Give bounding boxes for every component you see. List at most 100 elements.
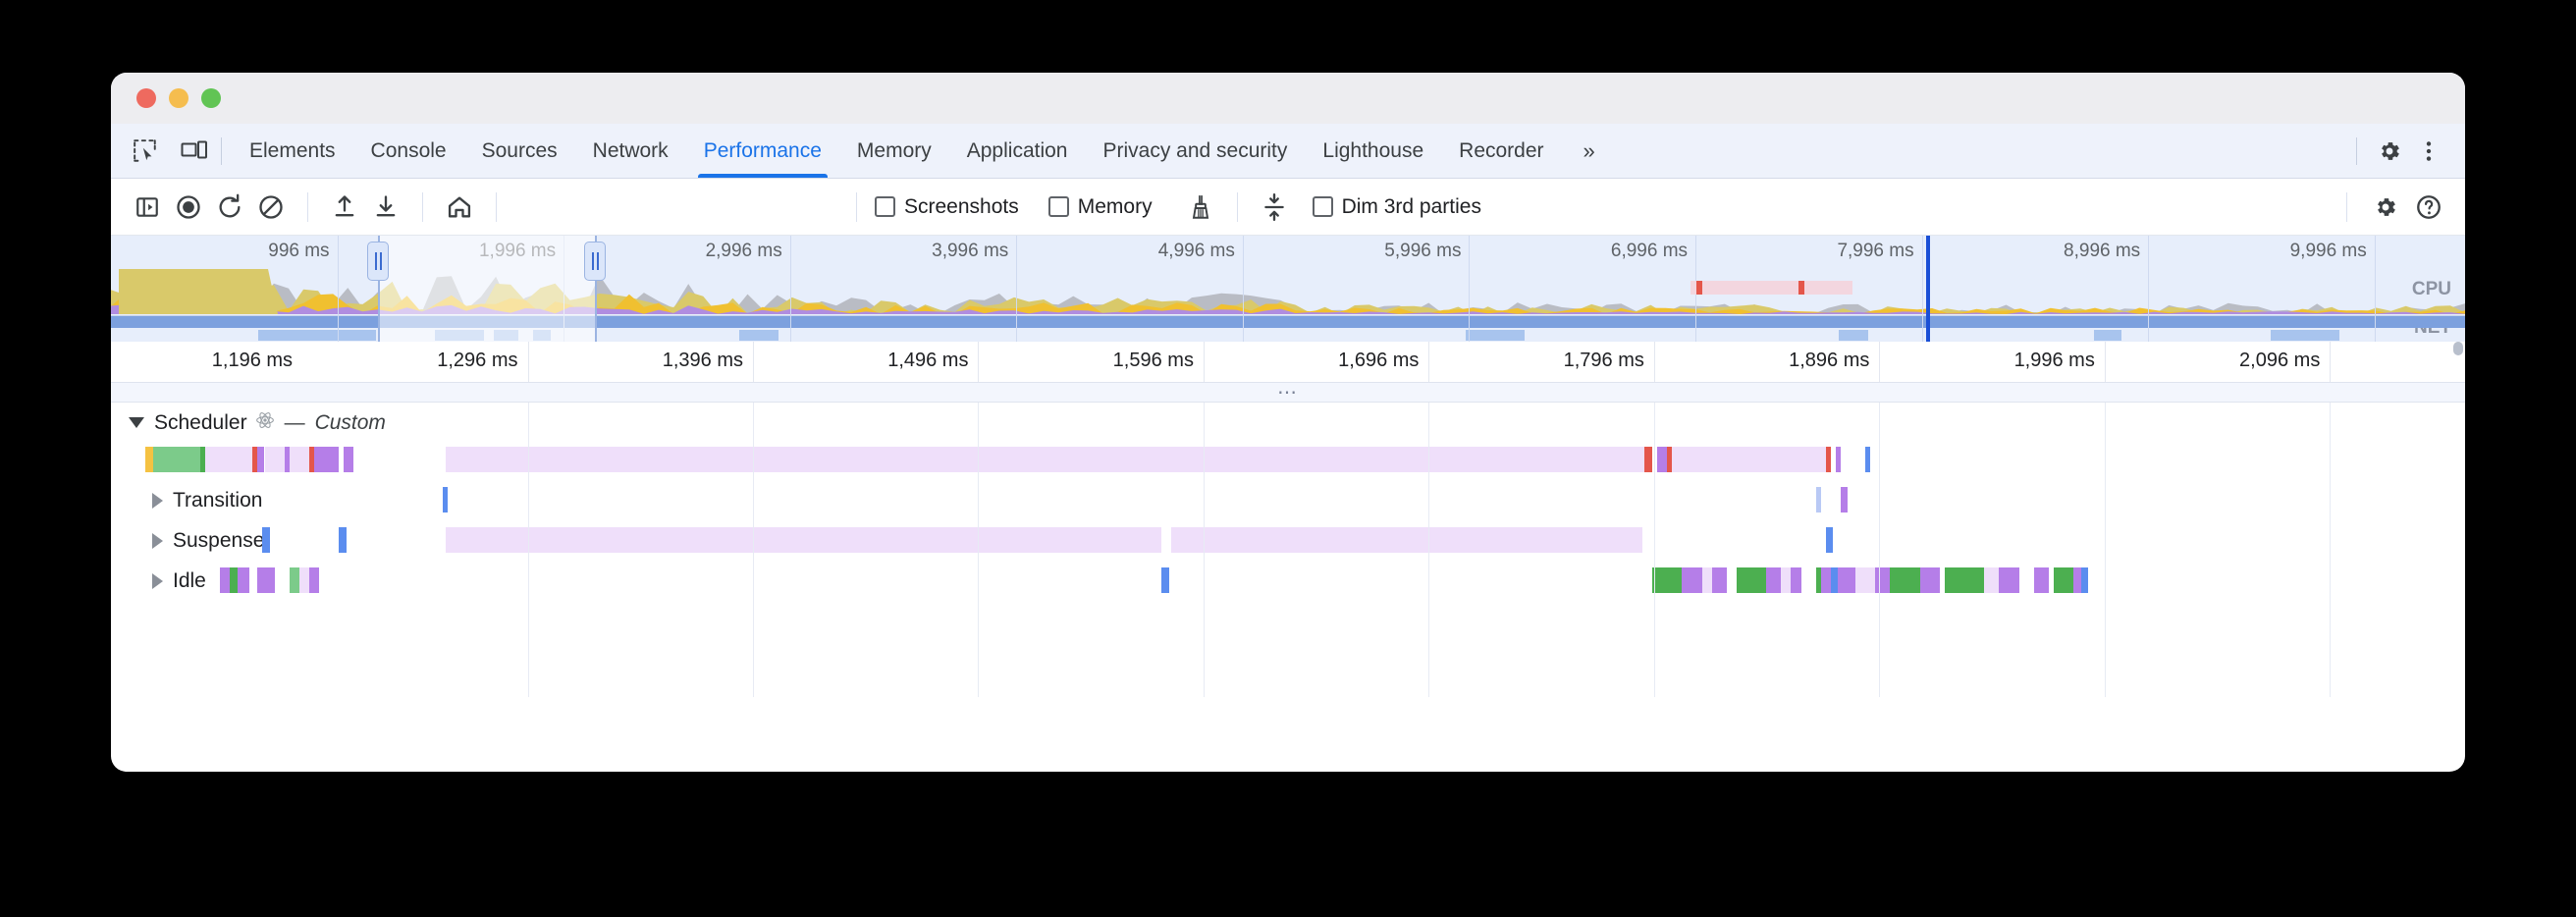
flamechart-event[interactable] bbox=[1865, 447, 1871, 472]
group-expand-chevron-icon[interactable] bbox=[129, 417, 144, 428]
flamechart-event[interactable] bbox=[298, 567, 309, 593]
tab-memory[interactable]: Memory bbox=[856, 138, 932, 162]
flamechart-event[interactable] bbox=[2080, 567, 2089, 593]
flamechart-event[interactable] bbox=[1999, 567, 2019, 593]
tab-elements[interactable]: Elements bbox=[249, 138, 336, 162]
minimize-window-button[interactable] bbox=[169, 88, 188, 108]
overview-selection-window[interactable] bbox=[378, 236, 596, 342]
tab-console[interactable]: Console bbox=[370, 138, 447, 162]
flamechart-event[interactable] bbox=[251, 447, 257, 472]
record-icon[interactable] bbox=[170, 189, 207, 226]
tab-network[interactable]: Network bbox=[592, 138, 669, 162]
collect-garbage-broom-icon[interactable] bbox=[1182, 189, 1219, 226]
flamechart-event[interactable] bbox=[1736, 567, 1767, 593]
upload-profile-icon[interactable] bbox=[326, 189, 363, 226]
flamechart-event[interactable] bbox=[1682, 567, 1702, 593]
flamechart-event[interactable] bbox=[1672, 447, 1826, 472]
flamechart-event[interactable] bbox=[443, 487, 449, 512]
flamechart-event[interactable] bbox=[1875, 567, 1891, 593]
flamechart-event[interactable] bbox=[308, 447, 314, 472]
memory-checkbox-box[interactable] bbox=[1047, 196, 1069, 217]
sidebar-toggle-icon[interactable] bbox=[129, 189, 166, 226]
flamechart-event[interactable] bbox=[308, 567, 320, 593]
flamechart-tracks[interactable]: Scheduler — Custom bbox=[111, 403, 2465, 756]
track-row-idle[interactable]: Idle bbox=[111, 561, 2465, 601]
tabs-overflow-chevron-icon[interactable]: » bbox=[1583, 137, 1595, 163]
track-row-blocking[interactable]: Blocking bbox=[111, 440, 2465, 480]
dim-3rd-parties-checkbox-box[interactable] bbox=[1312, 196, 1333, 217]
flamechart-event[interactable] bbox=[445, 527, 1162, 553]
flamechart-event[interactable] bbox=[152, 447, 200, 472]
flamechart-event[interactable] bbox=[313, 447, 340, 472]
track-bar-transition[interactable] bbox=[111, 487, 2465, 512]
track-expand-chevron-icon[interactable] bbox=[152, 492, 163, 509]
flamechart-event[interactable] bbox=[1766, 567, 1782, 593]
flamechart-event[interactable] bbox=[256, 447, 265, 472]
flamechart-event[interactable] bbox=[220, 567, 231, 593]
flamechart-event[interactable] bbox=[237, 567, 250, 593]
help-question-icon[interactable] bbox=[2410, 189, 2447, 226]
flamechart-event[interactable] bbox=[261, 527, 270, 553]
flamechart-event[interactable] bbox=[145, 447, 153, 472]
flamechart-event[interactable] bbox=[1657, 447, 1668, 472]
flamechart-event[interactable] bbox=[204, 447, 252, 472]
reload-and-record-icon[interactable] bbox=[211, 189, 248, 226]
screenshots-checkbox-box[interactable] bbox=[875, 196, 895, 217]
dim-3rd-parties-checkbox[interactable]: Dim 3rd parties bbox=[1312, 195, 1481, 219]
tab-lighthouse[interactable]: Lighthouse bbox=[1322, 138, 1424, 162]
track-bar-blocking[interactable] bbox=[111, 447, 2465, 472]
tab-application[interactable]: Application bbox=[966, 138, 1068, 162]
screenshots-checkbox[interactable]: Screenshots bbox=[875, 195, 1019, 219]
track-row-suspense[interactable]: Suspense bbox=[111, 520, 2465, 561]
flamechart-event[interactable] bbox=[2033, 567, 2049, 593]
tab-recorder[interactable]: Recorder bbox=[1459, 138, 1544, 162]
tab-performance[interactable]: Performance bbox=[686, 124, 839, 178]
track-label-idle[interactable]: Idle bbox=[152, 561, 206, 601]
flamechart-event[interactable] bbox=[2073, 567, 2081, 593]
flamechart-event[interactable] bbox=[1944, 567, 1985, 593]
panel-resize-grip[interactable]: ⋯ bbox=[111, 383, 2465, 403]
download-profile-icon[interactable] bbox=[367, 189, 404, 226]
flamechart-event[interactable] bbox=[1815, 567, 1821, 593]
track-label-suspense[interactable]: Suspense bbox=[152, 520, 264, 561]
flamechart-event[interactable] bbox=[230, 567, 238, 593]
capture-settings-gear-icon[interactable] bbox=[2367, 189, 2404, 226]
track-bar-idle[interactable] bbox=[111, 567, 2465, 593]
flamechart-event[interactable] bbox=[199, 447, 205, 472]
flamechart-event[interactable] bbox=[1171, 527, 1642, 553]
flamechart-event[interactable] bbox=[1781, 567, 1792, 593]
inspect-element-icon[interactable] bbox=[129, 135, 162, 168]
flamechart-event[interactable] bbox=[1825, 527, 1834, 553]
device-toolbar-icon[interactable] bbox=[178, 135, 211, 168]
tab-sources[interactable]: Sources bbox=[481, 138, 558, 162]
flamechart-event[interactable] bbox=[284, 447, 290, 472]
flamechart-event[interactable] bbox=[1652, 567, 1683, 593]
flamechart-event[interactable] bbox=[1711, 567, 1727, 593]
flamechart-event[interactable] bbox=[1667, 447, 1673, 472]
clear-icon[interactable] bbox=[252, 189, 290, 226]
more-options-kebab-icon[interactable] bbox=[2412, 135, 2445, 168]
track-expand-chevron-icon[interactable] bbox=[152, 572, 163, 589]
zoom-window-button[interactable] bbox=[201, 88, 221, 108]
flamechart-event[interactable] bbox=[289, 567, 299, 593]
flamechart-event[interactable] bbox=[1984, 567, 2000, 593]
scheduler-group-label[interactable]: Scheduler — Custom bbox=[129, 403, 386, 443]
flamechart-event[interactable] bbox=[344, 447, 354, 472]
flamechart-event[interactable] bbox=[1840, 487, 1849, 512]
flamechart-event[interactable] bbox=[256, 567, 275, 593]
track-label-transition[interactable]: Transition bbox=[152, 480, 262, 520]
flamechart-event[interactable] bbox=[445, 447, 1645, 472]
flamechart-event[interactable] bbox=[1919, 567, 1940, 593]
flamechart-event[interactable] bbox=[2053, 567, 2074, 593]
tab-privacy-and-security[interactable]: Privacy and security bbox=[1102, 138, 1288, 162]
flamechart-event[interactable] bbox=[1838, 567, 1856, 593]
track-expand-chevron-icon[interactable] bbox=[152, 532, 163, 549]
collapse-tracks-icon[interactable] bbox=[1256, 189, 1293, 226]
flamechart-event[interactable] bbox=[1835, 447, 1841, 472]
overview-scrollbar-thumb[interactable] bbox=[2453, 342, 2463, 355]
flamechart-event[interactable] bbox=[1820, 567, 1831, 593]
selection-handle-left[interactable] bbox=[367, 242, 390, 281]
flamechart-event[interactable] bbox=[264, 447, 285, 472]
track-bar-suspense[interactable] bbox=[111, 527, 2465, 553]
